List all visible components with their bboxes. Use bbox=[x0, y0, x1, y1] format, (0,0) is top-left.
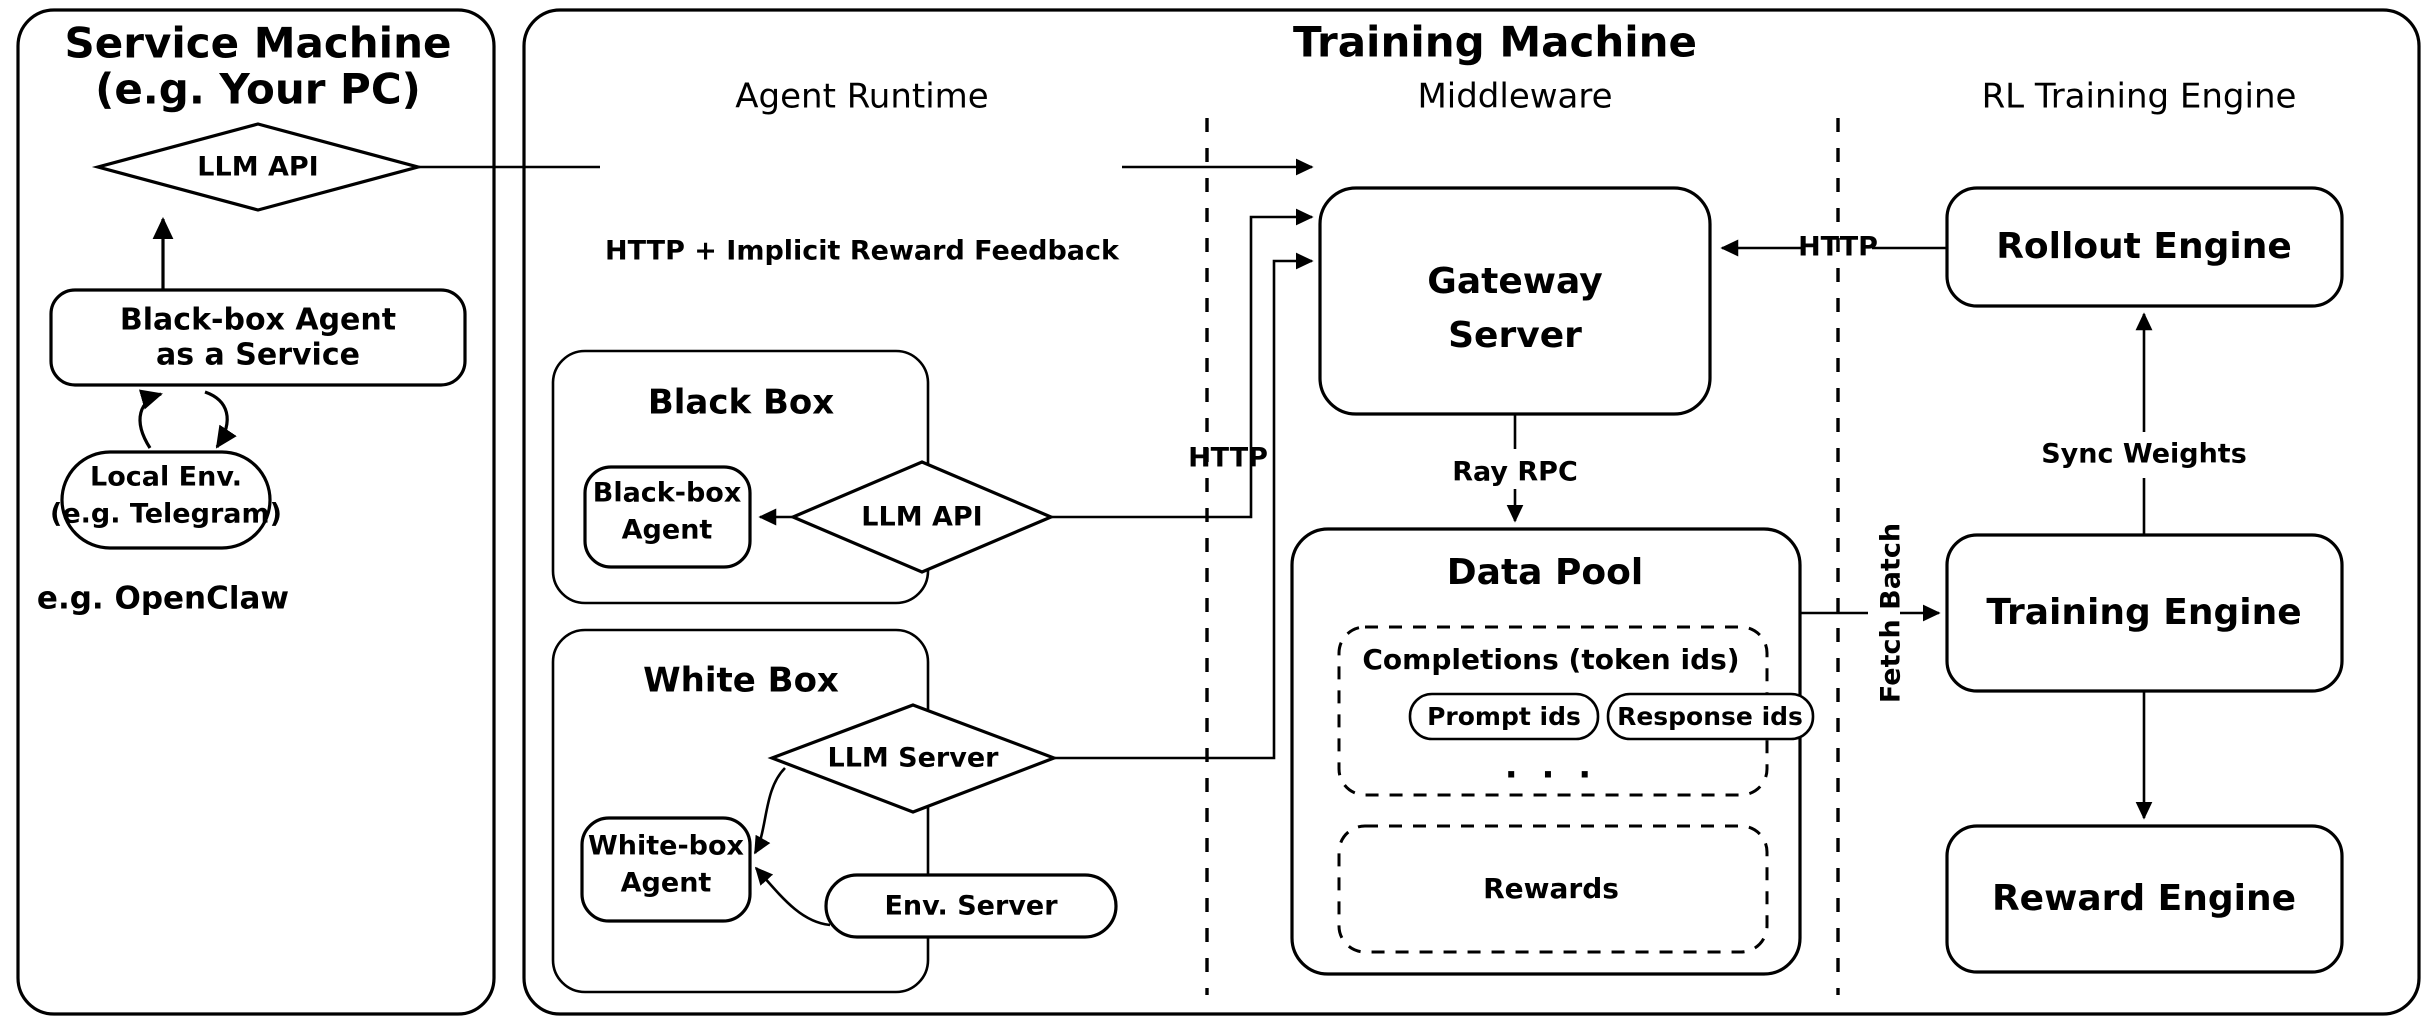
edge-agent-to-env bbox=[204, 390, 237, 449]
edge-env-to-agent bbox=[138, 389, 163, 449]
local-env-box-shape bbox=[60, 450, 272, 550]
rollout-engine-label: Rollout Engine bbox=[1996, 226, 2292, 267]
training-machine-title: Training Machine bbox=[1293, 18, 1697, 67]
completions-ellipsis: . . . bbox=[1505, 747, 1597, 787]
white-box-agent-box bbox=[580, 816, 752, 923]
white-box-group: White Box White-box Agent LLM Server Env… bbox=[551, 628, 1118, 994]
edge-env-server-to-white-box-agent bbox=[754, 866, 831, 927]
training-engine-label: Training Engine bbox=[1986, 592, 2301, 633]
agent-runtime-http-label: HTTP bbox=[1188, 443, 1268, 474]
response-ids-chip-shape bbox=[1606, 692, 1815, 741]
training-engine-node[interactable]: Training Engine bbox=[1945, 533, 2344, 693]
black-box-llm-api-label: LLM API bbox=[861, 502, 982, 533]
gateway-server-line2: Server bbox=[1448, 315, 1582, 356]
black-box-agent-box bbox=[583, 465, 752, 569]
prompt-ids-chip[interactable]: Prompt ids bbox=[1408, 692, 1600, 741]
white-box-llm-server-node[interactable]: LLM Server bbox=[767, 703, 1059, 814]
black-box-agent-service-line2: as a Service bbox=[156, 338, 360, 373]
rollout-http-label: HTTP bbox=[1798, 232, 1878, 263]
black-box-llm-api-diamond bbox=[788, 460, 1056, 574]
service-machine-title-line1: Service Machine bbox=[65, 19, 452, 68]
black-box-llm-api-node[interactable]: LLM API bbox=[788, 460, 1056, 574]
middleware-heading: Middleware bbox=[1417, 77, 1612, 117]
agent-runtime-heading: Agent Runtime bbox=[735, 77, 988, 117]
rewards-group-border bbox=[1337, 824, 1769, 954]
env-server-label: Env. Server bbox=[884, 891, 1058, 922]
env-server-box bbox=[824, 873, 1118, 939]
black-box-agent-service-node[interactable]: Black-box Agent as a Service bbox=[49, 288, 467, 387]
black-box-agent-line2: Agent bbox=[622, 515, 713, 546]
white-box-agent-node[interactable]: White-box Agent bbox=[580, 816, 752, 923]
white-box-agent-line2: Agent bbox=[621, 868, 712, 899]
data-pool-box bbox=[1290, 527, 1802, 976]
black-box-title: Black Box bbox=[648, 383, 834, 423]
edge-white-box-llm-server-to-gateway bbox=[1054, 252, 1314, 760]
rl-training-engine-heading-text: RL Training Engine bbox=[1982, 77, 2297, 117]
black-box-group: Black Box Black-box Agent LLM API bbox=[551, 349, 1056, 605]
data-pool-title: Data Pool bbox=[1447, 552, 1643, 593]
sync-weights-label: Sync Weights bbox=[2041, 439, 2247, 470]
local-env-node[interactable]: Local Env. (e.g. Telegram) bbox=[50, 450, 282, 550]
edge-black-box-llm-api-to-gateway bbox=[1051, 208, 1314, 519]
black-box-agent-node[interactable]: Black-box Agent bbox=[583, 465, 752, 569]
edge-llm-server-to-white-box-agent bbox=[753, 767, 786, 855]
service-llm-api-diamond bbox=[91, 122, 425, 212]
service-llm-api-node[interactable]: LLM API bbox=[91, 122, 425, 212]
white-box-llm-server-diamond bbox=[767, 703, 1059, 814]
service-machine-title-line2: (e.g. Your PC) bbox=[95, 65, 421, 114]
rewards-title: Rewards bbox=[1483, 872, 1619, 905]
completions-title: Completions (token ids) bbox=[1362, 643, 1739, 676]
white-box-title: White Box bbox=[643, 661, 839, 701]
black-box-agent-service-line1: Black-box Agent bbox=[120, 303, 396, 338]
gateway-server-line1: Gateway bbox=[1427, 261, 1602, 302]
reward-engine-label: Reward Engine bbox=[1992, 878, 2296, 919]
ray-rpc-label: Ray RPC bbox=[1452, 457, 1578, 488]
white-box-llm-server-label: LLM Server bbox=[828, 743, 1000, 774]
response-ids-chip[interactable]: Response ids bbox=[1606, 692, 1815, 741]
env-server-node[interactable]: Env. Server bbox=[824, 873, 1118, 939]
white-box-agent-line1: White-box bbox=[588, 831, 744, 862]
black-box-agent-line1: Black-box bbox=[593, 478, 742, 509]
openclaw-footnote: e.g. OpenClaw bbox=[37, 581, 289, 617]
response-ids-label: Response ids bbox=[1617, 702, 1803, 731]
prompt-ids-label: Prompt ids bbox=[1427, 702, 1581, 731]
service-machine-panel: Service Machine (e.g. Your PC) LLM API B… bbox=[16, 8, 496, 1016]
data-pool-node[interactable]: Data Pool Completions (token ids) Prompt… bbox=[1290, 527, 1815, 976]
black-box-agent-service-box bbox=[49, 288, 467, 387]
reward-engine-node[interactable]: Reward Engine bbox=[1945, 824, 2344, 974]
http-implicit-reward-feedback-label: HTTP + Implicit Reward Feedback bbox=[605, 236, 1120, 267]
rollout-engine-node[interactable]: Rollout Engine bbox=[1945, 186, 2344, 308]
service-llm-api-label: LLM API bbox=[197, 152, 318, 183]
local-env-line2: (e.g. Telegram) bbox=[50, 499, 282, 530]
local-env-line1: Local Env. bbox=[90, 462, 242, 493]
prompt-ids-chip-shape bbox=[1408, 692, 1600, 741]
reward-engine-box bbox=[1945, 824, 2344, 974]
gateway-server-node[interactable]: Gateway Server bbox=[1318, 186, 1712, 416]
